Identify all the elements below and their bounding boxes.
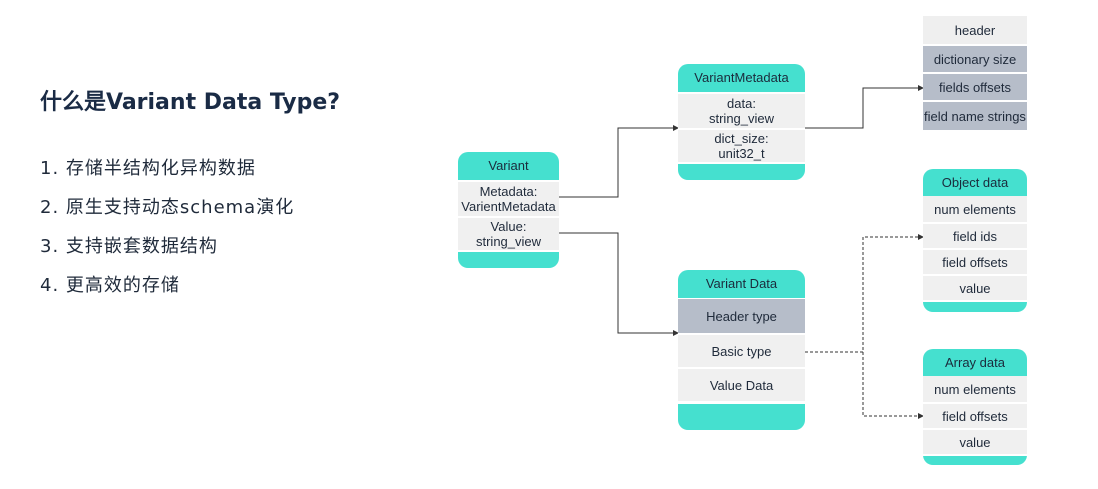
variant-box: Variant Metadata: VarientMetadata Value:… xyxy=(458,152,559,268)
point-2: 2. 原生支持动态schema演化 xyxy=(40,197,295,218)
array-field-offsets: field offsets xyxy=(923,402,1027,428)
edge-array xyxy=(862,352,924,419)
metadata-dict-size-field: dict_size: unit32_t xyxy=(678,128,805,162)
field-type: string_view xyxy=(475,234,542,249)
object-num-elements: num elements xyxy=(923,196,1027,222)
variant-data-title: Variant Data xyxy=(678,270,805,298)
edge-layout xyxy=(805,85,924,129)
variant-value-field: Value: string_view xyxy=(458,216,559,250)
intro-panel: 什么是Variant Data Type? 1. 存储半结构化异构数据 2. 原… xyxy=(40,0,440,489)
variant-metadata-title: VariantMetadata xyxy=(678,64,805,92)
layout-fields-offsets: fields offsets xyxy=(923,72,1027,100)
edge-value xyxy=(558,232,679,336)
object-data-box: Object data num elements field ids field… xyxy=(923,169,1027,312)
point-1: 1. 存储半结构化异构数据 xyxy=(40,158,256,179)
variant-metadata-field: Metadata: VarientMetadata xyxy=(458,182,559,216)
header-type-field: Header type xyxy=(678,299,805,333)
object-field-offsets: field offsets xyxy=(923,248,1027,274)
array-data-box: Array data num elements field offsets va… xyxy=(923,349,1027,465)
field-name: Metadata: xyxy=(479,184,538,199)
object-data-title: Object data xyxy=(923,169,1027,196)
layout-field-name-strings: field name strings xyxy=(923,100,1027,130)
array-num-elements: num elements xyxy=(923,376,1027,402)
variant-data-box: Variant Data Header type Basic type Valu… xyxy=(678,270,805,430)
array-data-title: Array data xyxy=(923,349,1027,376)
point-4: 4. 更高效的存储 xyxy=(40,275,180,296)
variant-metadata-box: VariantMetadata data: string_view dict_s… xyxy=(678,64,805,180)
field-name: Value: xyxy=(490,219,527,234)
field-type: unit32_t xyxy=(718,146,765,161)
page-title: 什么是Variant Data Type? xyxy=(40,90,341,115)
object-value: value xyxy=(923,274,1027,300)
field-name: data: xyxy=(727,96,756,111)
layout-header: header xyxy=(923,16,1027,44)
edge-object xyxy=(805,234,924,353)
field-name: dict_size: xyxy=(714,131,769,146)
value-data-field: Value Data xyxy=(678,367,805,401)
field-type: string_view xyxy=(708,111,775,126)
metadata-layout: header dictionary size fields offsets fi… xyxy=(923,16,1027,130)
point-3: 3. 支持嵌套数据结构 xyxy=(40,236,218,257)
object-field-ids: field ids xyxy=(923,222,1027,248)
layout-dictionary-size: dictionary size xyxy=(923,44,1027,72)
array-value: value xyxy=(923,428,1027,454)
metadata-data-field: data: string_view xyxy=(678,94,805,128)
edge-metadata xyxy=(558,125,679,198)
basic-type-field: Basic type xyxy=(678,333,805,367)
variant-title: Variant xyxy=(458,152,559,180)
field-type: VarientMetadata xyxy=(461,199,556,214)
